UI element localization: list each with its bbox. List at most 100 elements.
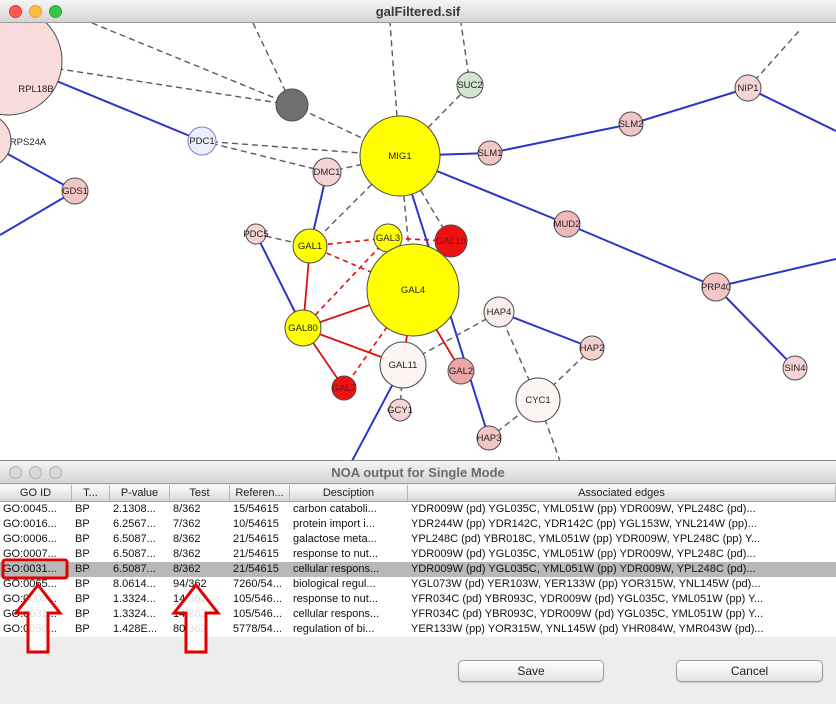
cancel-button[interactable]: Cancel: [676, 660, 823, 682]
cell: 105/546...: [233, 593, 282, 605]
node-DMC1[interactable]: [312, 157, 342, 187]
cell: 8.0614...: [113, 578, 156, 590]
node-SLM2[interactable]: [618, 111, 644, 137]
node-RPL18B[interactable]: [0, 23, 63, 116]
close-button[interactable]: [9, 466, 22, 479]
edge-MUD2-PRP40[interactable]: [566, 223, 717, 288]
cell: 21/54615: [233, 533, 279, 545]
edge-MIG1-GAL10[interactable]: [399, 155, 452, 242]
cell: 8/362: [173, 533, 201, 545]
node-HAP3[interactable]: [476, 425, 502, 451]
cell: 1.3324...: [113, 593, 156, 605]
column-header-associated-edges[interactable]: Associated edges: [408, 485, 836, 501]
node-GAL4[interactable]: [366, 243, 460, 337]
edge-MIG1-SUC2[interactable]: [399, 84, 471, 157]
node-GAL80[interactable]: [284, 309, 322, 347]
window-title: NOA output for Single Mode: [331, 464, 505, 480]
node-PDC5[interactable]: [245, 223, 267, 245]
node-MIG1[interactable]: [359, 115, 441, 197]
node-PRP40[interactable]: [701, 272, 731, 302]
node-label-HAP4: HAP4: [487, 307, 512, 318]
node-GAL7[interactable]: [331, 375, 357, 401]
column-header-go-id[interactable]: GO ID: [0, 485, 72, 501]
cell: 21/54615: [233, 563, 279, 575]
node-MUD2[interactable]: [553, 210, 581, 238]
minimize-button[interactable]: [29, 5, 42, 18]
node-PDC1[interactable]: [187, 126, 217, 156]
cell: 2.1308...: [113, 503, 156, 515]
column-header-desciption[interactable]: Desciption: [290, 485, 408, 501]
edge-GAL11-HAP4[interactable]: [402, 311, 500, 366]
edge-PRP40-SIN4[interactable]: [715, 286, 796, 369]
cell: GO:0065...: [3, 578, 57, 590]
cell: YDR244W (pp) YDR142C, YDR142C (pp) YGL15…: [411, 518, 757, 530]
zoom-button[interactable]: [49, 466, 62, 479]
node-GDS1[interactable]: [61, 177, 89, 205]
cell: BP: [75, 593, 90, 605]
close-button[interactable]: [9, 5, 22, 18]
edge-SLM2-NIP1[interactable]: [630, 87, 749, 125]
edge-GAL80-GAL3[interactable]: [302, 237, 389, 329]
node-label-GAL7: GAL7: [332, 383, 356, 394]
cell: protein import i...: [293, 518, 375, 530]
node-GAL11[interactable]: [379, 341, 427, 389]
node-label-HAP3: HAP3: [477, 433, 502, 444]
cell: YGL073W (pd) YER103W, YER133W (pp) YOR31…: [411, 578, 761, 590]
network-window-titlebar[interactable]: galFiltered.sif: [0, 0, 836, 23]
node-GAL2[interactable]: [447, 357, 475, 385]
node-NIP1[interactable]: [734, 74, 762, 102]
cell: YPL248C (pd) YBR018C, YML051W (pp) YDR00…: [411, 533, 761, 545]
node-GCY1[interactable]: [388, 398, 412, 422]
cell: GO:0009...: [3, 593, 57, 605]
edge-PDC1-DMC1[interactable]: [201, 140, 328, 173]
noa-window-titlebar[interactable]: NOA output for Single Mode: [0, 461, 836, 484]
column-header-p-value[interactable]: P-value: [110, 485, 170, 501]
node-HAP2[interactable]: [579, 335, 605, 361]
zoom-button[interactable]: [49, 5, 62, 18]
node-RPS24A[interactable]: [0, 114, 12, 168]
node-CYC1[interactable]: [515, 377, 561, 423]
node-SIN4[interactable]: [782, 355, 808, 381]
edge-offscreen-NODE1[interactable]: [91, 23, 293, 106]
column-header-test[interactable]: Test: [170, 485, 230, 501]
cell: GO:0007...: [3, 548, 57, 560]
cell: 6.5087...: [113, 548, 156, 560]
edge-RPS24A-GDS1[interactable]: [0, 141, 76, 192]
traffic-lights-inactive: [9, 466, 62, 479]
node-SLM1[interactable]: [477, 140, 503, 166]
minimize-button[interactable]: [29, 466, 42, 479]
edge-RPL18B-NODE1[interactable]: [7, 60, 293, 106]
column-header-t-[interactable]: T...: [72, 485, 110, 501]
edge-SLM1-SLM2[interactable]: [489, 123, 632, 154]
network-canvas[interactable]: RPL18BRPS24AGDS1PDC1DMC1MIG1SUC2SLM1SLM2…: [0, 23, 836, 460]
node-GAL1[interactable]: [292, 228, 328, 264]
cell: GO:0016...: [3, 518, 57, 530]
window-title: galFiltered.sif: [375, 3, 461, 19]
edge-PRP40-offscreen[interactable]: [715, 258, 836, 288]
cell: BP: [75, 533, 90, 545]
column-header-referen-[interactable]: Referen...: [230, 485, 290, 501]
cell: 8/362: [173, 548, 201, 560]
cell: BP: [75, 563, 90, 575]
node-unlabeled[interactable]: [275, 88, 309, 122]
edge-GDS1-offscreen[interactable]: [0, 190, 76, 236]
edge-NIP1-offscreen[interactable]: [747, 87, 836, 132]
node-HAP4[interactable]: [483, 296, 515, 328]
node-label-HAP2: HAP2: [580, 343, 605, 354]
edge-HAP4-HAP2[interactable]: [498, 311, 593, 349]
node-SUC2[interactable]: [456, 71, 484, 99]
cell: BP: [75, 578, 90, 590]
node-GAL10[interactable]: [434, 224, 468, 258]
save-button[interactable]: Save: [458, 660, 604, 682]
cell: 80/362: [173, 623, 207, 635]
